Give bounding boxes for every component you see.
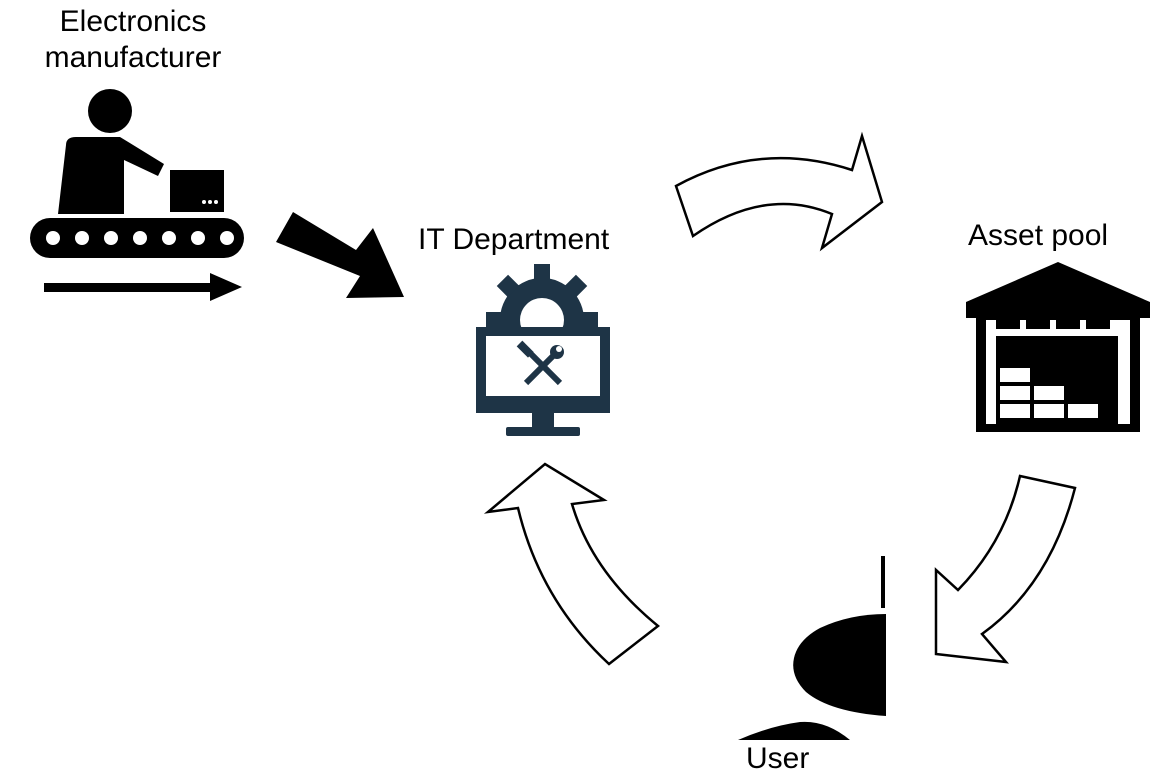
manufacturer-label: Electronics manufacturer <box>0 4 266 76</box>
arrow-it-to-asset-pool <box>674 131 884 252</box>
manufacturer-label-line2: manufacturer <box>44 41 222 74</box>
monitor-gear-tools-icon <box>476 264 610 436</box>
user-silhouette-icon <box>738 556 886 740</box>
arrow-user-to-it <box>483 462 661 666</box>
warehouse-icon <box>966 262 1150 432</box>
user-label: User <box>746 742 810 775</box>
arrow-asset-pool-to-user <box>934 474 1077 664</box>
manufacturer-label-line1: Electronics <box>59 5 207 38</box>
it-department-label: IT Department <box>418 223 610 256</box>
asset-pool-label: Asset pool <box>968 219 1109 252</box>
arrow-manufacturer-to-it <box>276 212 404 298</box>
conveyor-worker-icon <box>30 89 244 301</box>
